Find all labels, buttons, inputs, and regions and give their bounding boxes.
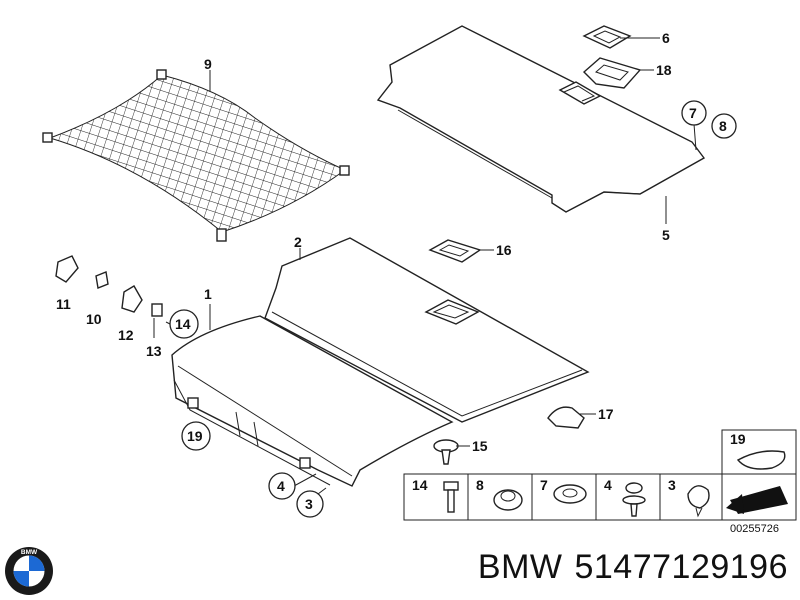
hardware-table: 14 8 7 4 3 19 <box>403 429 797 521</box>
callout-15: 15 <box>472 438 488 454</box>
brand-name: BMW <box>477 548 563 586</box>
cargo-net-part <box>42 69 350 242</box>
fastener-part-15 <box>433 439 459 465</box>
cover-panel-part-1 <box>171 315 454 487</box>
hardware-cell-label-14: 14 <box>412 477 428 493</box>
callout-labels: 9 6 18 7 8 5 2 16 1 11 10 12 13 14 17 15… <box>56 30 737 518</box>
callout-3: 3 <box>305 496 313 512</box>
clip-part-12 <box>121 285 143 313</box>
brand-footer: BMW BMW 51477129196 <box>0 540 800 600</box>
callout-7: 7 <box>689 105 697 121</box>
callout-11: 11 <box>56 296 71 312</box>
callout-14: 14 <box>175 316 191 332</box>
callout-4: 4 <box>277 478 285 494</box>
part-number: 51477129196 <box>574 548 788 586</box>
brand-title: BMW 51477129196 <box>466 548 788 587</box>
hardware-side-label-19: 19 <box>730 431 746 447</box>
bmw-logo-icon: BMW <box>5 547 53 595</box>
handle-recess-part-6 <box>582 25 632 49</box>
hardware-cell-label-3: 3 <box>668 477 676 493</box>
callout-16: 16 <box>496 242 512 258</box>
callout-6: 6 <box>662 30 670 46</box>
callout-2: 2 <box>294 234 302 250</box>
callout-circle-14 <box>169 309 199 339</box>
hardware-cell-label-7: 7 <box>540 477 548 493</box>
callout-circle-7 <box>681 100 707 126</box>
clip-part-11 <box>55 255 79 283</box>
clip-part-13 <box>151 303 163 317</box>
callout-19: 19 <box>187 428 203 444</box>
callout-13: 13 <box>146 343 162 359</box>
handle-part-18 <box>582 57 642 89</box>
callout-10: 10 <box>86 311 102 327</box>
floor-panel-part-2 <box>264 237 590 423</box>
cover-part-17 <box>547 406 585 429</box>
callout-circle-3 <box>296 490 324 518</box>
callout-12: 12 <box>118 327 134 343</box>
callout-18: 18 <box>656 62 672 78</box>
callout-circle-19 <box>181 421 211 451</box>
callout-circle-4 <box>268 472 296 500</box>
callout-9: 9 <box>204 56 212 72</box>
callout-1: 1 <box>204 286 212 302</box>
logo-lettering: BMW <box>21 549 38 556</box>
callout-5: 5 <box>662 227 670 243</box>
callout-8: 8 <box>719 118 727 134</box>
upper-floor-panel-part <box>376 25 706 213</box>
hardware-cell-label-8: 8 <box>476 477 484 493</box>
clip-part-10 <box>95 271 109 289</box>
diagram-number: 00255726 <box>730 523 779 535</box>
hardware-cell-label-4: 4 <box>604 477 612 493</box>
handle-recess-part-16 <box>428 239 482 263</box>
exploded-parts-diagram: 14 8 7 4 3 19 <box>42 25 797 535</box>
callout-circle-8 <box>711 113 737 139</box>
callout-17: 17 <box>598 406 614 422</box>
